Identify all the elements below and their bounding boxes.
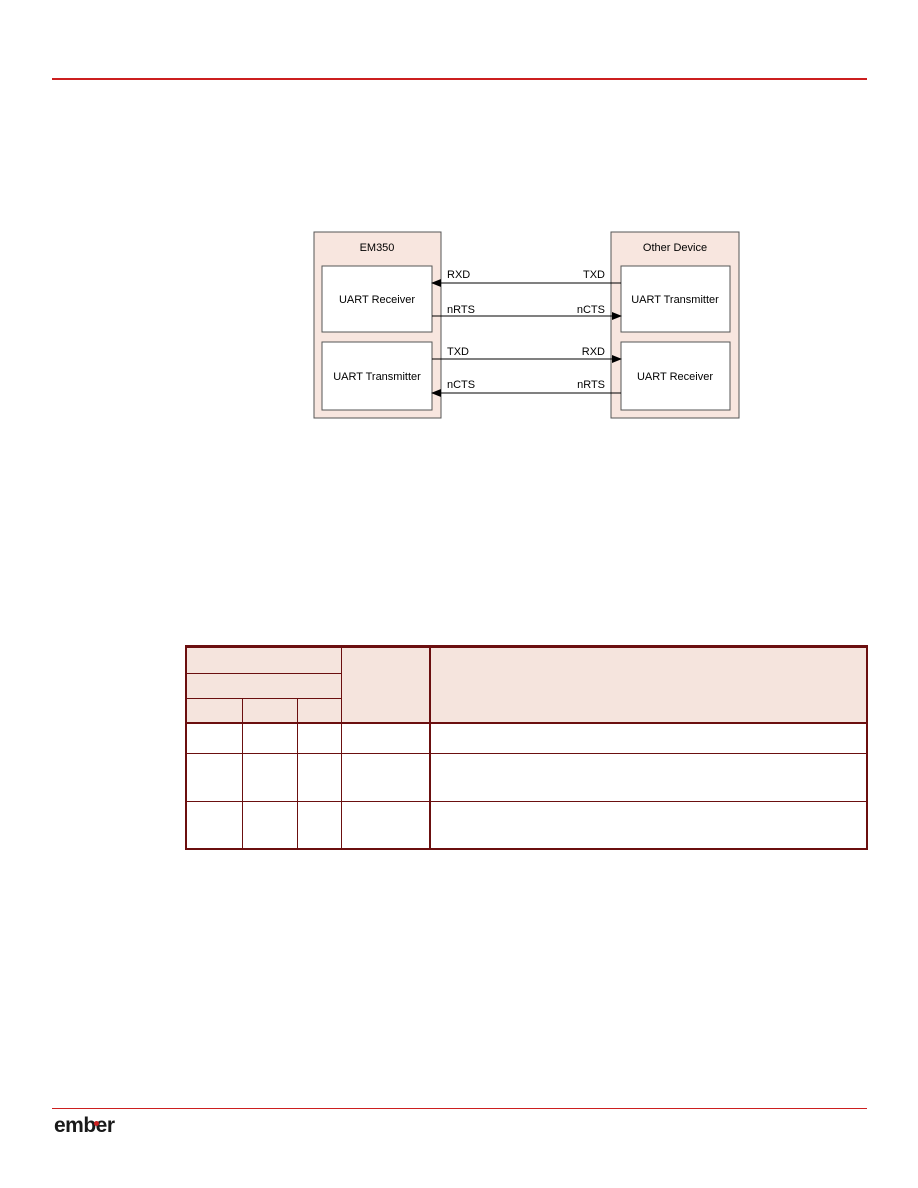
- flow-control-table: [185, 645, 868, 850]
- header-rule: [52, 78, 867, 80]
- other-uart-transmitter-label: UART Transmitter: [631, 294, 719, 306]
- table-header-cell: [185, 698, 243, 724]
- other-device-title: Other Device: [643, 242, 707, 254]
- table-cell: [296, 753, 342, 802]
- table-cell: [429, 721, 868, 755]
- ember-logo: ember: [54, 1114, 115, 1138]
- table-cell: [429, 800, 868, 850]
- table-cell: [296, 800, 342, 850]
- table-cell: [185, 721, 243, 755]
- table-cell: [241, 800, 298, 850]
- table-cell: [241, 753, 298, 802]
- ember-logo-dot: [94, 1121, 99, 1126]
- table-cell: [185, 753, 243, 802]
- signal-label-em350-nrts: nRTS: [447, 304, 475, 316]
- table-cell: [340, 721, 431, 755]
- em350-uart-transmitter-block: [321, 341, 433, 411]
- table-cell: [429, 753, 868, 802]
- other-uart-receiver-label: UART Receiver: [637, 371, 713, 383]
- table-row: [185, 721, 868, 755]
- em350-device-title: EM350: [360, 242, 395, 254]
- table-header-cell: [241, 698, 298, 724]
- table-header-row: [185, 698, 867, 724]
- ember-logo-text: ember: [54, 1114, 115, 1137]
- table-cell: [296, 721, 342, 755]
- signal-label-other-ncts: nCTS: [577, 304, 605, 316]
- table-header-row: [185, 645, 868, 724]
- other-uart-transmitter-block: [620, 265, 731, 333]
- em350-uart-receiver-block: [321, 265, 433, 333]
- signal-label-em350-rxd: RXD: [447, 269, 470, 281]
- signal-label-em350-ncts: nCTS: [447, 379, 475, 391]
- table-header-cell: [185, 673, 342, 699]
- table-cell: [340, 753, 431, 802]
- signal-label-em350-txd: TXD: [447, 346, 469, 358]
- em350-uart-transmitter-label: UART Transmitter: [333, 371, 421, 383]
- footer-rule: [52, 1108, 867, 1109]
- em350-uart-receiver-label: UART Receiver: [339, 294, 415, 306]
- table-header-cell: [340, 645, 431, 724]
- table-header-row: [185, 673, 867, 699]
- signal-label-other-nrts: nRTS: [577, 379, 605, 391]
- table-cell: [340, 800, 431, 850]
- other-uart-receiver-block: [620, 341, 731, 411]
- table-cell: [185, 800, 243, 850]
- table-row: [185, 800, 868, 850]
- table-cell: [241, 721, 298, 755]
- table-header-cell: [296, 698, 342, 724]
- table-row: [185, 753, 868, 802]
- table-header-cell: [429, 645, 868, 724]
- signal-label-other-txd: TXD: [583, 269, 605, 281]
- table-header-cell: [185, 645, 342, 674]
- signal-label-other-rxd: RXD: [582, 346, 605, 358]
